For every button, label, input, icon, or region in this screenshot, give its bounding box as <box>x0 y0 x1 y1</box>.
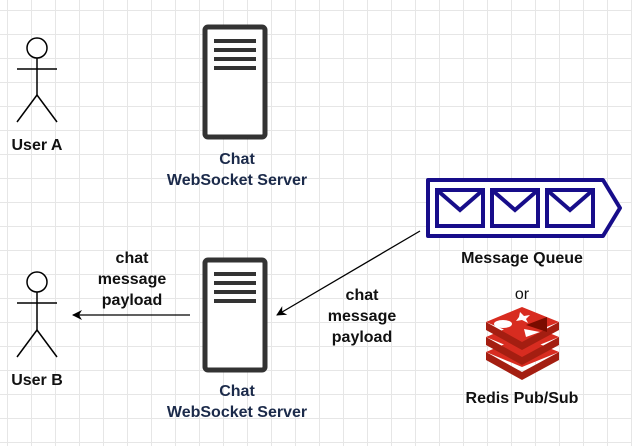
server-icon <box>202 257 268 373</box>
user-a-actor[interactable]: User A <box>12 37 63 154</box>
redis-pubsub[interactable]: Redis Pub/Sub <box>466 307 579 407</box>
arrow-label-line3: payload <box>102 292 162 309</box>
redis-label: Redis Pub/Sub <box>466 390 579 407</box>
or-text: or <box>515 286 530 303</box>
user-a-label: User A <box>12 137 63 154</box>
message-queue-label: Message Queue <box>461 250 583 267</box>
stick-figure-icon <box>16 37 58 123</box>
message-queue[interactable]: Message Queue <box>426 178 622 267</box>
bottom-server-label-line1: Chat <box>219 383 255 400</box>
arrow-label-line1: chat <box>116 250 150 267</box>
user-b-actor[interactable]: User B <box>11 271 63 389</box>
top-server-label-line2: WebSocket Server <box>167 172 307 189</box>
arrow-label-line2: message <box>328 308 397 325</box>
arrow-label-line3: payload <box>332 329 392 346</box>
arrow-line <box>276 230 421 316</box>
arrow-label-line2: message <box>98 271 167 288</box>
arrow-server-to-user-b[interactable]: chat message payload <box>72 250 190 320</box>
message-queue-icon <box>426 178 622 238</box>
stick-figure-icon <box>16 271 58 358</box>
redis-logo-icon <box>486 307 559 380</box>
arrow-queue-to-server[interactable]: chat message payload <box>276 230 421 346</box>
arrow-label-line1: chat <box>346 287 380 304</box>
bottom-chat-server[interactable]: Chat WebSocket Server <box>167 257 307 421</box>
server-icon <box>202 24 268 140</box>
user-b-label: User B <box>11 372 63 389</box>
top-server-label-line1: Chat <box>219 151 255 168</box>
top-chat-server[interactable]: Chat WebSocket Server <box>167 24 307 189</box>
bottom-server-label-line2: WebSocket Server <box>167 404 307 421</box>
